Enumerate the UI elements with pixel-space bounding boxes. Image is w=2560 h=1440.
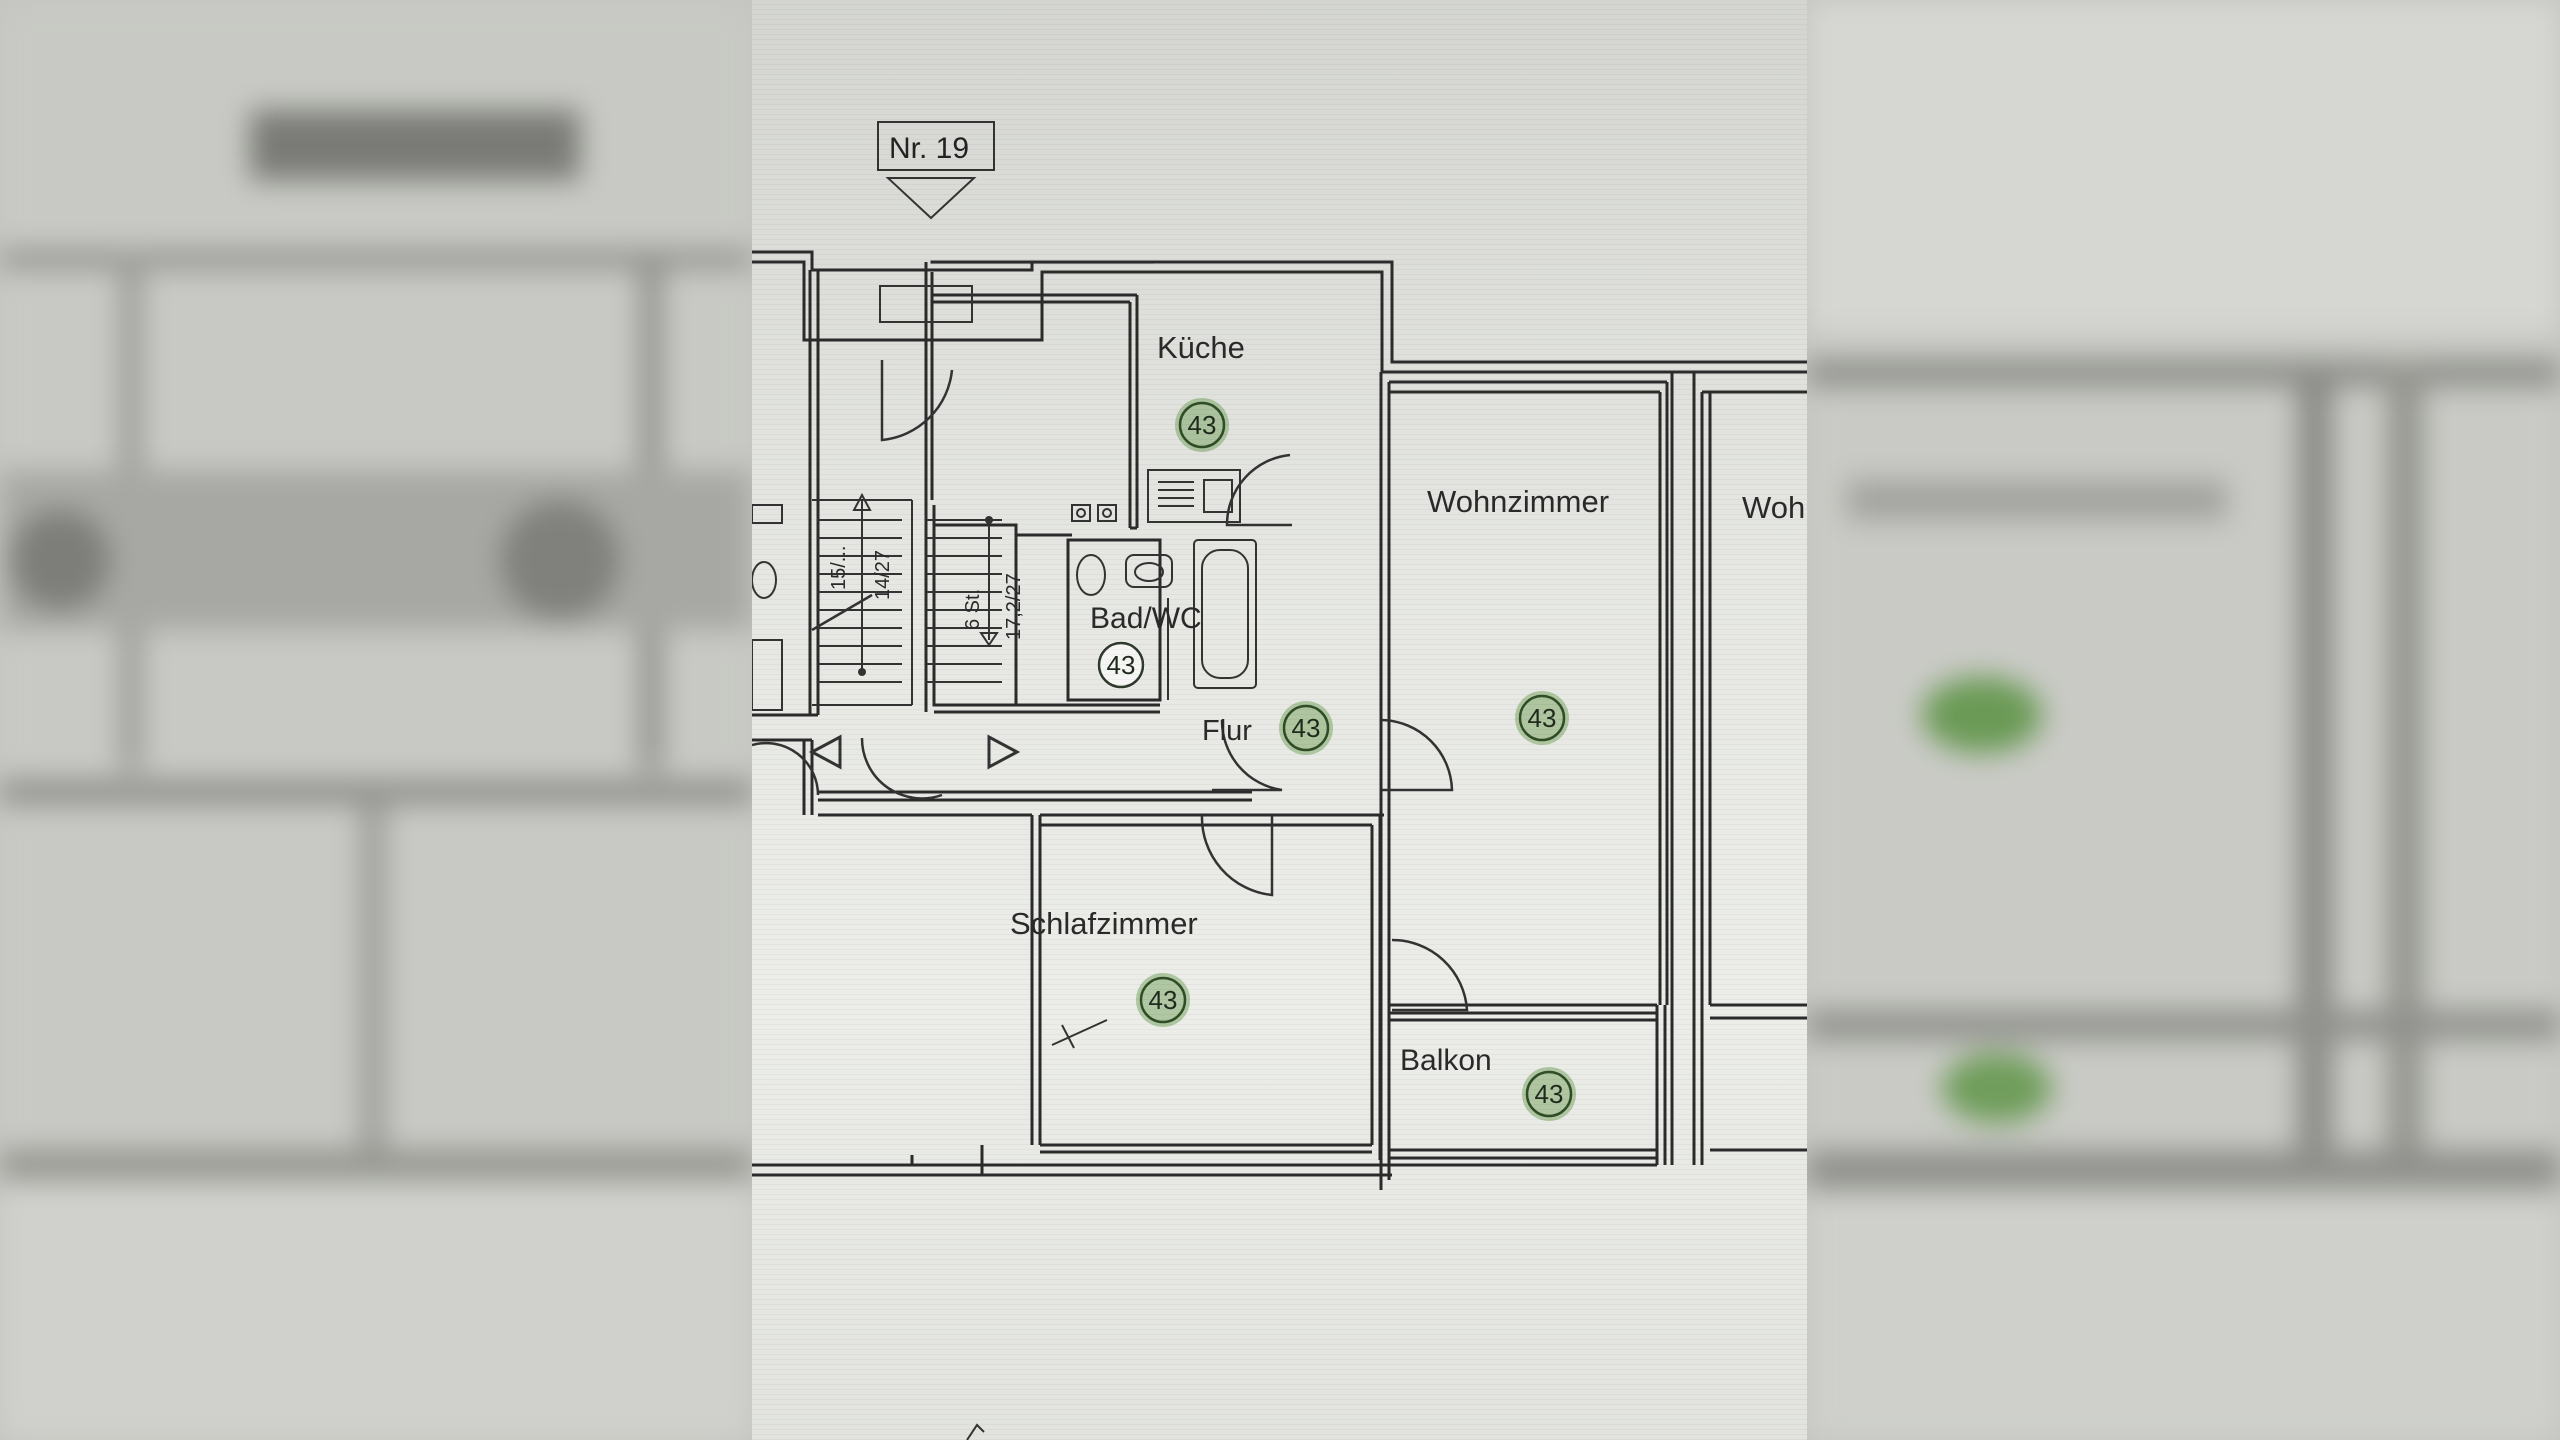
left-door-arc: [752, 741, 820, 796]
room-label-hall: Flur: [1202, 715, 1252, 747]
room-badge-kitchen: 43: [1175, 398, 1229, 452]
bottom-mark: [966, 1423, 985, 1440]
room-label-bath: Bad/WC: [1090, 602, 1202, 635]
staircase: 15/... 14/27 6 St. 17,2/27: [811, 492, 1025, 706]
pencil-mark: [1051, 1019, 1108, 1049]
room-label-balcony: Balkon: [1400, 1044, 1492, 1077]
blurred-backdrop-right: [1807, 0, 2560, 1440]
svg-text:43: 43: [1292, 713, 1321, 743]
doors: [752, 360, 1469, 1012]
room-badge-bath: 43: [1097, 641, 1145, 689]
stair-label-right: 6 St.: [962, 589, 984, 630]
svg-text:43: 43: [1107, 650, 1136, 680]
stair-step-right: 17,2/27: [1003, 573, 1025, 640]
hall-window: [879, 285, 973, 323]
building-number-tag: Nr. 19: [877, 121, 995, 220]
floor-plan-photo: Nr. 19: [752, 0, 1807, 1440]
bedroom-door-arc: [1200, 814, 1274, 897]
room-label-living-neighbor: Wohn: [1742, 490, 1807, 525]
balcony-door-arc: [1391, 938, 1469, 1012]
svg-text:43: 43: [1535, 1079, 1564, 1109]
svg-text:43: 43: [1188, 410, 1217, 440]
stair-door-arc: [860, 737, 943, 800]
room-badge-living: 43: [1515, 691, 1569, 745]
floor-plan: Nr. 19: [752, 121, 1807, 1440]
sink-icon: [1125, 554, 1173, 588]
neighbor-bath-fixtures: [752, 504, 783, 711]
stair-label-left: 15/...: [828, 546, 850, 590]
room-label-living: Wohnzimmer: [1427, 484, 1609, 519]
bath-fixtures: [1071, 504, 1257, 700]
entry-door-arc: [880, 360, 954, 442]
walls: [752, 250, 1807, 1190]
toilet-icon: [1076, 554, 1106, 596]
svg-text:43: 43: [1149, 985, 1178, 1015]
room-label-bedroom: Schlafzimmer: [1010, 906, 1198, 941]
bathtub-icon: [1193, 539, 1257, 689]
building-number: Nr. 19: [889, 132, 969, 165]
room-label-kitchen: Küche: [1157, 330, 1245, 365]
bath-door-arc: [1212, 719, 1283, 792]
living-door-arc: [1381, 718, 1454, 792]
stair-step-left: 14/27: [872, 550, 894, 600]
arrow-left-icon: [808, 734, 842, 770]
kitchen-door-arc: [1225, 453, 1292, 527]
svg-text:43: 43: [1528, 703, 1557, 733]
room-badge-balcony: 43: [1522, 1067, 1576, 1121]
room-badge-hall: 43: [1279, 701, 1333, 755]
arrow-right-icon: [987, 734, 1021, 770]
kitchen-stove: [1147, 469, 1241, 523]
room-badge-bedroom: 43: [1136, 973, 1190, 1027]
blurred-backdrop-left: [0, 0, 752, 1440]
